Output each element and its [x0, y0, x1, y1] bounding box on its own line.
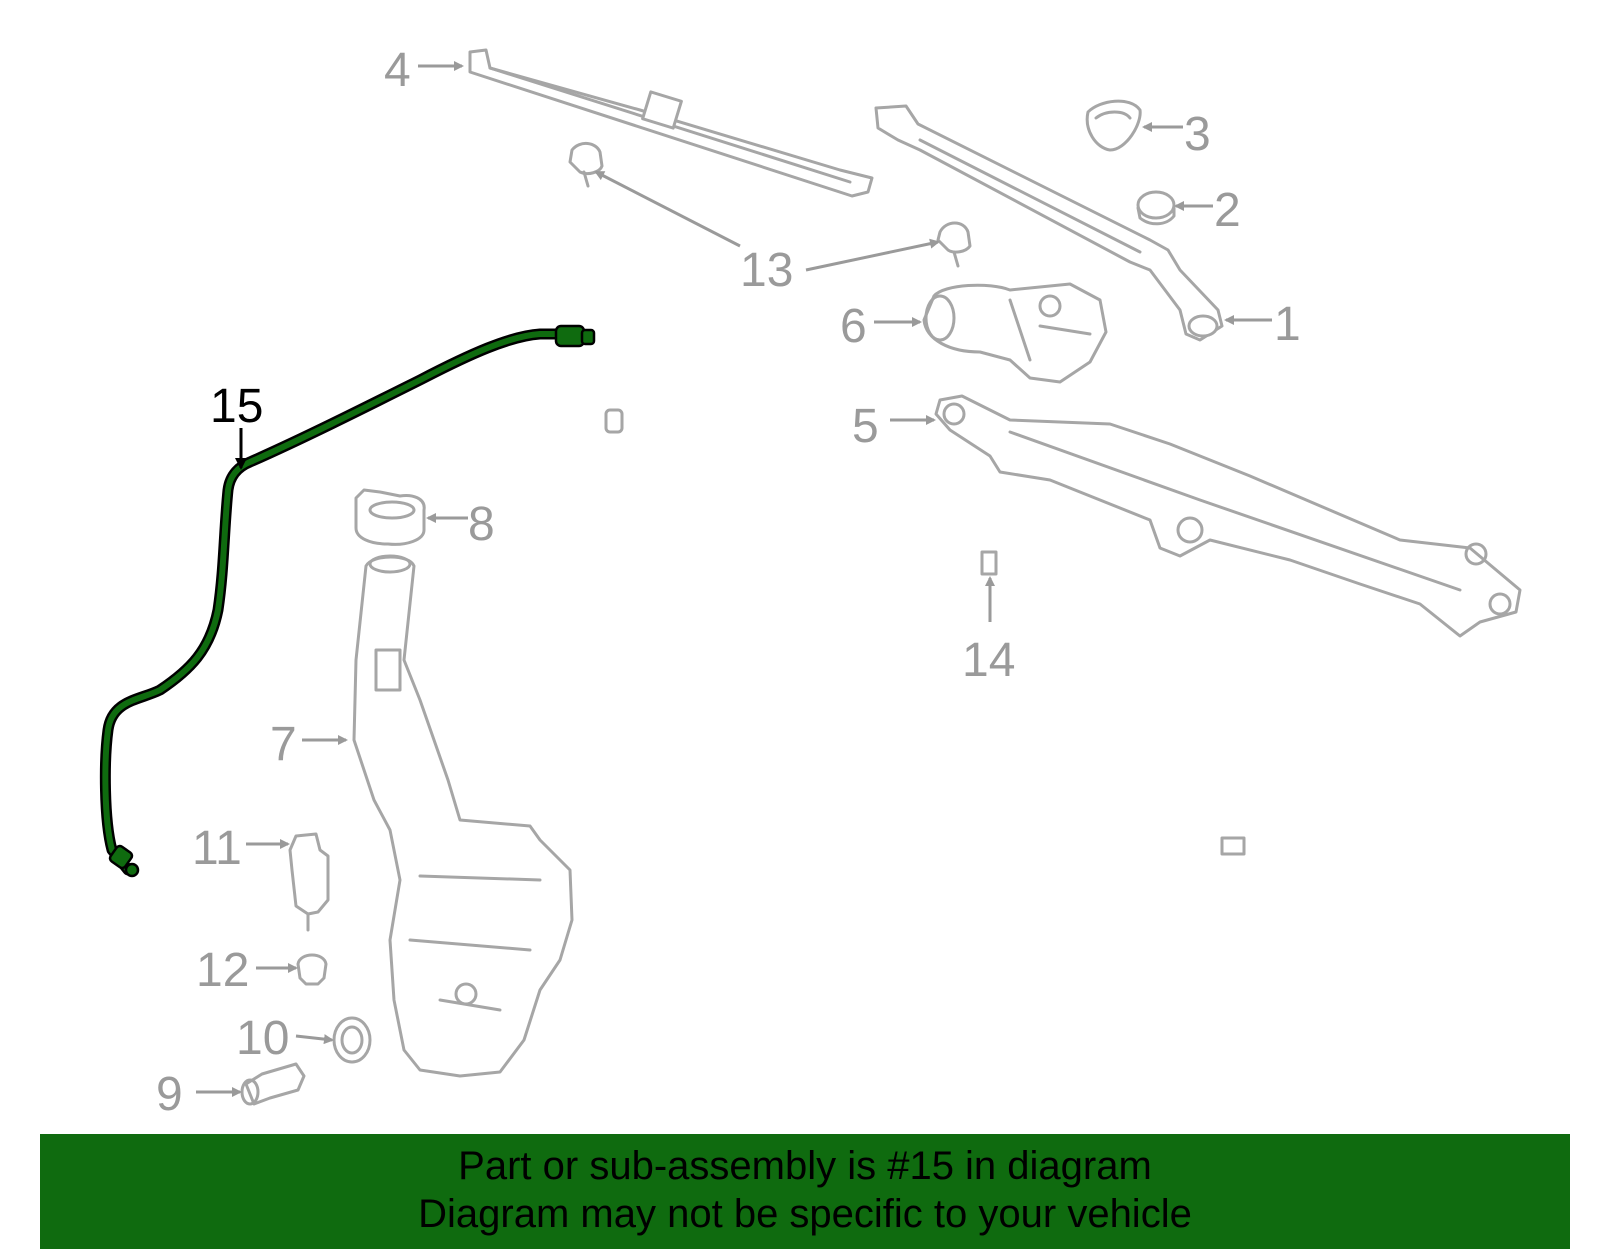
callout-label-4: 4 [384, 44, 411, 97]
cap-part [1085, 99, 1142, 152]
washer-pump-part [288, 832, 330, 932]
callout-label-11: 11 [192, 822, 242, 875]
callout-label-8: 8 [468, 498, 495, 551]
banner-line-part-number: Part or sub-assembly is #15 in diagram [458, 1144, 1152, 1188]
banner-line-disclaimer: Diagram may not be specific to your vehi… [418, 1192, 1192, 1236]
highlighted-hose-part-15 [99, 324, 596, 878]
small-cap-part [1136, 190, 1176, 226]
callout-label-7: 7 [270, 718, 297, 771]
callout-label-13: 13 [740, 244, 793, 297]
callout-label-15: 15 [210, 380, 263, 433]
wiper-arm-part [874, 104, 1224, 342]
level-sensor-part [240, 1062, 306, 1106]
info-banner: Part or sub-assembly is #15 in diagram D… [40, 1134, 1570, 1249]
callout-label-10: 10 [236, 1012, 289, 1065]
callout-label-2: 2 [1214, 184, 1241, 237]
callout-label-14: 14 [962, 634, 1015, 687]
callout-label-12: 12 [196, 944, 249, 997]
wiper-blade-part [468, 48, 874, 198]
callout-labels: 4 3 2 13 1 6 5 8 14 7 11 12 10 9 15 [156, 44, 1301, 1121]
wiper-linkage-part [934, 394, 1522, 638]
wiper-motor-part [922, 282, 1108, 384]
grommet-part [296, 953, 328, 986]
washer-nozzle-part [568, 142, 972, 268]
callout-label-3: 3 [1184, 108, 1211, 161]
callout-arrows [196, 61, 1272, 1097]
callout-label-1: 1 [1274, 298, 1301, 351]
callout-label-5: 5 [852, 400, 879, 453]
callout-label-9: 9 [156, 1068, 183, 1121]
washer-reservoir-part [352, 554, 574, 1078]
washer-hose-part [604, 408, 1433, 859]
callout-label-6: 6 [840, 300, 867, 353]
reservoir-cap-part [354, 488, 426, 546]
seal-part [332, 1016, 372, 1064]
